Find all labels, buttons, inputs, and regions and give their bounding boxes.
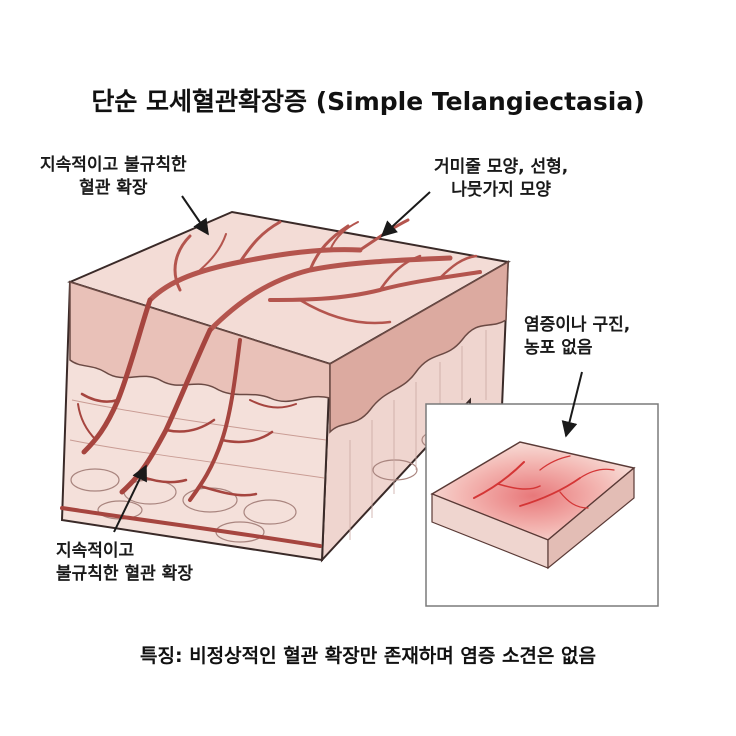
inset-panel — [425, 403, 659, 607]
arrow-top-right — [380, 191, 431, 238]
label-right: 염증이나 구진, 농포 없음 — [524, 315, 631, 358]
inset-vessels — [473, 455, 615, 509]
arrow-bottom-left — [113, 464, 147, 533]
page-title: 단순 모세혈관확장증 (Simple Telangiectasia) — [91, 87, 645, 116]
label-bottom-left: 지속적이고 불규칙한 혈관 확장 — [56, 541, 193, 584]
epidermis-layer — [69, 280, 331, 403]
label-top-right: 거미줄 모양, 선형, 나뭇가지 모양 — [434, 157, 569, 200]
vessel-network — [147, 218, 482, 333]
label-top-left: 지속적이고 불규칙한 혈관 확장 — [40, 155, 187, 198]
callout-arrows — [113, 191, 583, 533]
hatching — [349, 330, 487, 540]
arrow-top-left — [181, 195, 209, 236]
skin-block — [60, 210, 511, 563]
caption: 특징: 비정상적인 혈관 확장만 존재하며 염증 소견은 없음 — [140, 645, 596, 667]
arrow-right — [561, 371, 583, 438]
epidermis-right — [329, 260, 509, 434]
